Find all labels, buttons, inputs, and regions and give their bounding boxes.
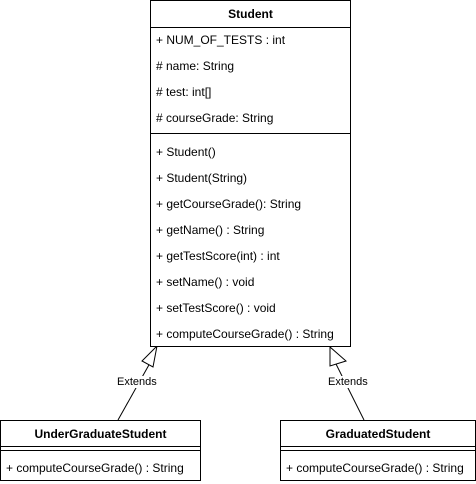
student-attribute: # courseGrade: String	[156, 111, 274, 125]
student-attribute: # name: String	[156, 59, 235, 73]
extends-label-left: Extends	[116, 376, 158, 388]
student-method: + Student(String)	[156, 171, 248, 185]
student-class-divider	[151, 133, 350, 134]
student-method: + computeCourseGrade() : String	[156, 327, 334, 341]
extends-label-right: Extends	[327, 376, 369, 388]
undergraduate-student-class[interactable]: UnderGraduateStudent + computeCourseGrad…	[0, 420, 201, 481]
generalization-arrowhead-left	[141, 344, 158, 368]
student-method: + setName() : void	[156, 275, 255, 289]
student-class[interactable]: Student + NUM_OF_TESTS : int # name: Str…	[150, 0, 351, 347]
student-class-title: Student	[151, 1, 350, 28]
undergraduate-class-divider	[1, 450, 200, 451]
graduated-class-divider	[281, 450, 475, 451]
extends-connector-left	[117, 344, 158, 421]
student-attribute: + NUM_OF_TESTS : int	[156, 33, 286, 47]
extends-connector-right	[329, 345, 365, 421]
student-attribute: # test: int[]	[156, 85, 212, 99]
student-method: + setTestScore() : void	[156, 301, 276, 315]
graduated-method: + computeCourseGrade() : String	[286, 461, 464, 475]
undergraduate-method: + computeCourseGrade() : String	[6, 461, 184, 475]
graduated-student-class-title: GraduatedStudent	[281, 421, 475, 447]
student-method: + Student()	[156, 145, 216, 159]
generalization-arrowhead-right	[329, 345, 348, 367]
student-method: + getCourseGrade(): String	[156, 197, 302, 211]
graduated-student-class[interactable]: GraduatedStudent + computeCourseGrade() …	[280, 420, 476, 481]
student-method: + getTestScore(int) : int	[156, 249, 280, 263]
student-method: + getName() : String	[156, 223, 265, 237]
undergraduate-student-class-title: UnderGraduateStudent	[1, 421, 200, 447]
